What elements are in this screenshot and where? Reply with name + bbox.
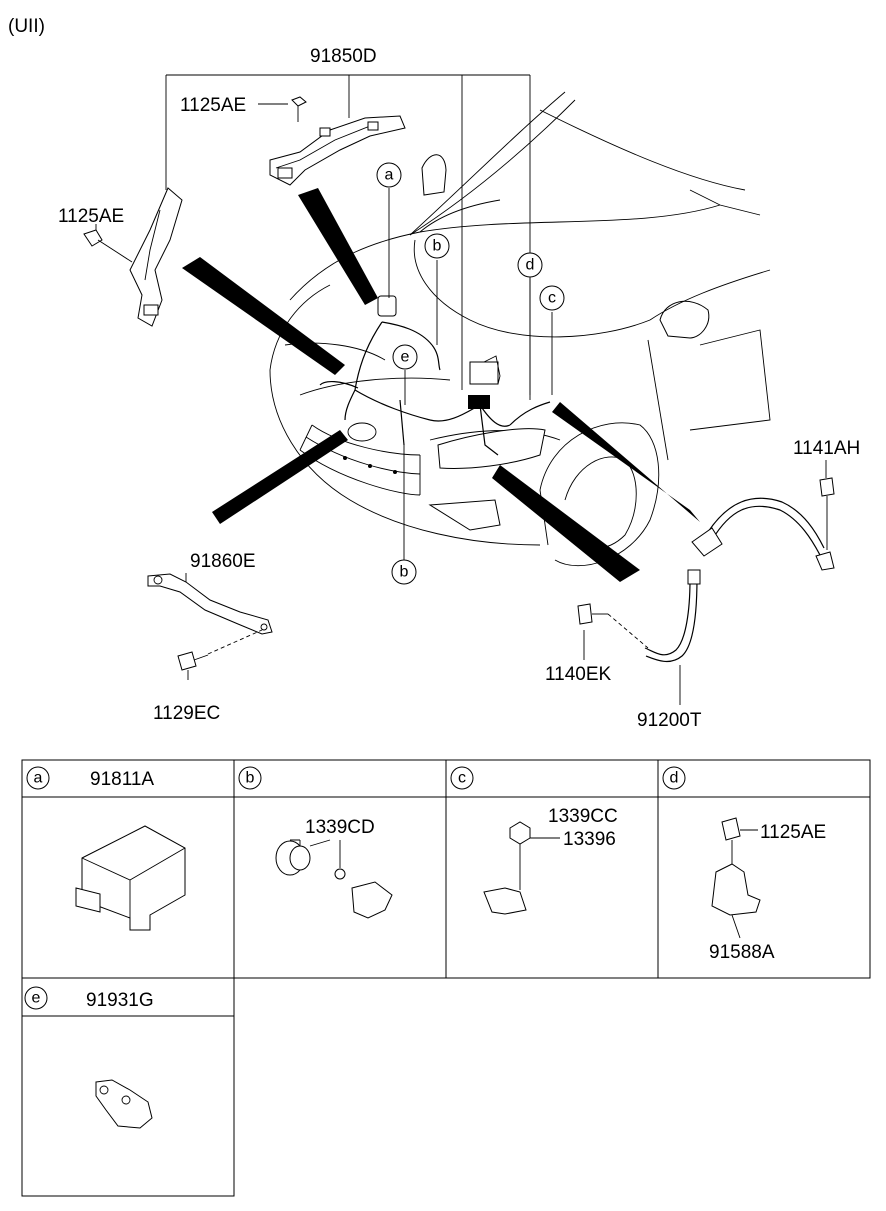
bolt-1125AE-top [291,96,307,122]
cell-b-part-1339CD: 1339CD [305,817,375,838]
callout-c: c [539,285,565,311]
svg-text:e: e [401,349,410,366]
bracket-91860E [147,573,273,635]
svg-text:c: c [548,290,556,307]
wiring-harness [319,295,551,456]
bracket-91931G [95,1079,153,1129]
clip-1339CD [275,839,393,919]
callout-a: a [376,162,402,188]
relay-box-91811A [75,825,186,931]
svg-text:b: b [246,770,255,787]
label-1125AE-top: 1125AE [180,95,246,116]
callout-b-bottom: b [391,559,417,585]
bracket-91850D [269,115,406,186]
cable-positive [691,497,835,571]
cell-d-part-1125AE: 1125AE [760,822,826,843]
svg-text:a: a [385,167,394,184]
detail-table: a 91811A b 1339CD [21,759,871,1197]
cell-b: b 1339CD [238,766,393,919]
label-1129EC: 1129EC [153,703,220,724]
cell-a-part: 91811A [90,769,154,790]
leader-lines [95,74,827,705]
label-91860E: 91860E [190,551,256,572]
svg-text:c: c [458,770,466,787]
cell-e-part: 91931G [86,990,154,1011]
bolt-bracket-91588A [711,817,761,939]
label-91850D: 91850D [310,46,377,67]
svg-text:e: e [32,990,41,1007]
label-1140EK: 1140EK [545,664,612,685]
svg-text:b: b [433,238,442,255]
bolt-1129EC [177,629,263,671]
bolt-1125AE-left [83,229,133,263]
callout-b-top: b [424,233,450,259]
label-1125AE-left: 1125AE [58,206,124,227]
svg-text:b: b [400,564,409,581]
bolt-1140EK [577,603,649,649]
callout-d: d [517,252,543,278]
bracket-left [129,187,183,327]
svg-text:a: a [34,770,43,787]
svg-text:d: d [670,770,679,787]
cell-c-part-13396: 13396 [563,829,616,850]
cell-d-part-91588A: 91588A [709,942,775,963]
variant-label: (UII) [8,16,45,37]
callout-e: e [392,344,418,370]
cell-e: e 91931G [24,986,154,1129]
cell-a: a 91811A [26,766,186,931]
callout-bands [182,188,700,582]
label-1141AH: 1141AH [793,438,860,459]
svg-text:d: d [526,257,535,274]
cell-c-part-1339CC: 1339CC [548,806,618,827]
cell-d: d 1125AE 91588A [662,766,826,963]
cable-ground-91200T [644,569,701,663]
bolt-1141AH [819,477,835,550]
part-labels: 91850D 1125AE 1125AE 1141AH 91860E 1129E… [58,46,860,731]
nut-bracket [483,821,531,915]
callout-circles: a b d c e b [376,162,565,585]
cell-c: c 1339CC 13396 [450,766,618,915]
label-91200T: 91200T [637,710,702,731]
